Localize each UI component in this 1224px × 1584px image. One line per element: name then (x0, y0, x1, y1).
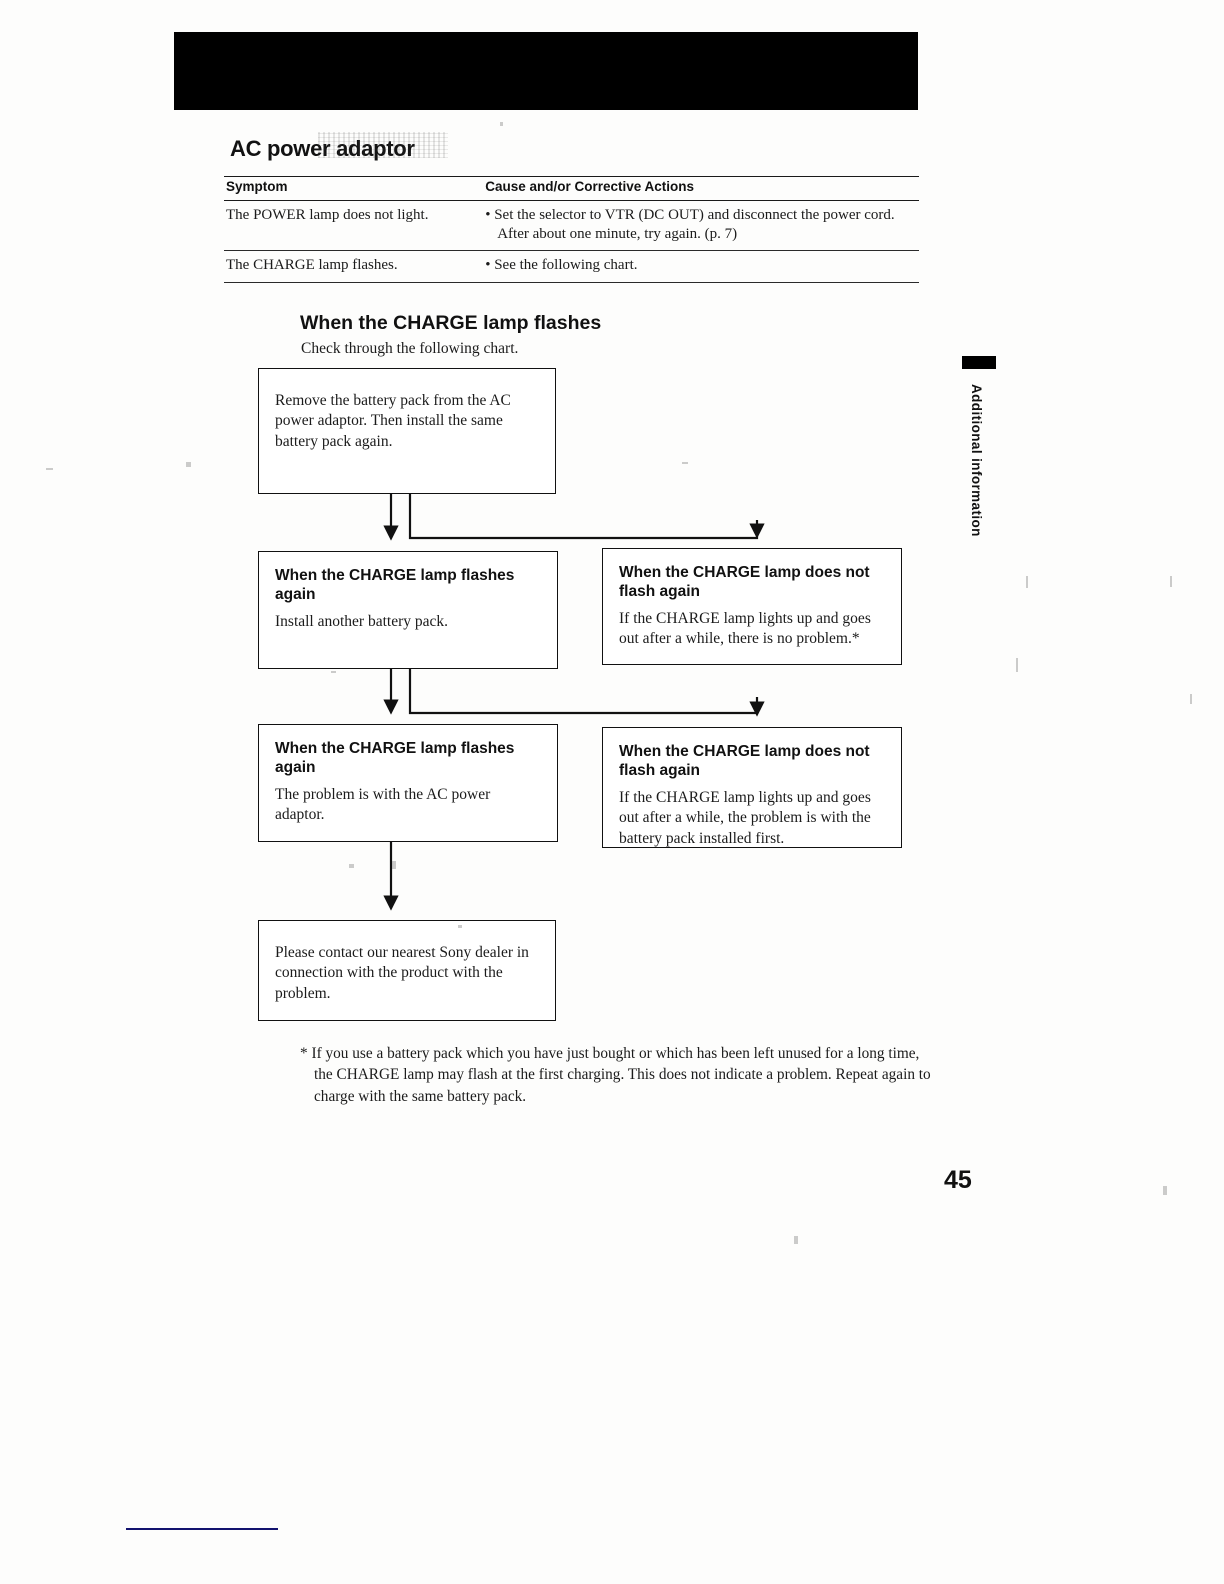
footnote: * If you use a battery pack which you ha… (300, 1045, 931, 1105)
scan-speck-artifact (1170, 576, 1172, 587)
flow-box-right-2-head: When the CHARGE lamp does not flash agai… (619, 743, 870, 780)
scan-speck-artifact (1026, 576, 1028, 588)
cell-action-text: • Set the selector to VTR (DC OUT) and d… (485, 207, 895, 243)
column-header-symptom: Symptom (224, 176, 474, 201)
scan-speck-artifact (186, 462, 191, 467)
scan-speck-artifact (46, 468, 53, 470)
scan-speck-artifact (1016, 658, 1018, 672)
flow-box-end: Please contact our nearest Sony dealer i… (258, 920, 556, 1021)
scan-speck-artifact (1163, 1186, 1167, 1195)
flow-box-end-body: Please contact our nearest Sony dealer i… (275, 944, 529, 1002)
flow-box-left-1-body: Install another battery pack. (275, 612, 449, 630)
column-header-actions: Cause and/or Corrective Actions (473, 176, 919, 201)
header-black-band (174, 32, 918, 110)
scan-edge-rule-artifact (126, 1528, 278, 1530)
side-tab-marker (962, 356, 996, 369)
flow-box-right-1-head: When the CHARGE lamp does not flash agai… (619, 564, 870, 601)
flow-box-right-1-body: If the CHARGE lamp lights up and goes ou… (619, 609, 871, 648)
scan-speck-artifact (392, 861, 396, 869)
cell-action: • Set the selector to VTR (DC OUT) and d… (473, 199, 919, 251)
page-title: AC power adaptor (230, 132, 448, 162)
table-bottom-rule-row (224, 281, 919, 283)
cell-symptom: The POWER lamp does not light. (224, 199, 474, 251)
flow-box-start: Remove the battery pack from the AC powe… (258, 368, 556, 494)
scan-speck-artifact (331, 671, 336, 673)
scan-speck-artifact (682, 462, 688, 464)
table-bottom-rule-right (473, 281, 919, 283)
side-tab-label: Additional information (969, 384, 984, 537)
flow-box-left-1: When the CHARGE lamp flashes again Insta… (258, 551, 558, 669)
flow-box-left-2-head: When the CHARGE lamp flashes again (275, 740, 515, 777)
table-row: The CHARGE lamp flashes. • See the follo… (224, 250, 919, 283)
flow-box-right-2-body: If the CHARGE lamp lights up and goes ou… (619, 788, 871, 847)
cell-action: • See the following chart. (473, 250, 919, 283)
flowchart-subtitle: Check through the following chart. (301, 340, 519, 357)
flow-box-left-2-body: The problem is with the AC power adaptor… (275, 785, 491, 824)
flow-box-right-1: When the CHARGE lamp does not flash agai… (602, 548, 902, 665)
flow-box-start-body: Remove the battery pack from the AC powe… (275, 392, 511, 450)
scan-speck-artifact (1190, 694, 1192, 704)
table-header-row: Symptom Cause and/or Corrective Actions (224, 176, 919, 201)
flow-box-left-2: When the CHARGE lamp flashes again The p… (258, 724, 558, 842)
table-row: The POWER lamp does not light. • Set the… (224, 199, 919, 251)
scan-speck-artifact (349, 864, 354, 868)
cell-symptom: The CHARGE lamp flashes. (224, 250, 474, 283)
flow-box-right-2: When the CHARGE lamp does not flash agai… (602, 727, 902, 848)
troubleshooting-table: Symptom Cause and/or Corrective Actions … (224, 176, 919, 283)
page-title-text: AC power adaptor (230, 136, 415, 161)
scan-speck-artifact (794, 1236, 798, 1244)
scan-speck-artifact (458, 925, 462, 928)
page-number: 45 (944, 1166, 972, 1194)
scan-speck-artifact (500, 122, 503, 126)
flow-box-left-1-head: When the CHARGE lamp flashes again (275, 567, 515, 604)
table-bottom-rule-left (224, 281, 474, 283)
flowchart-title: When the CHARGE lamp flashes (300, 312, 602, 334)
cell-action-text: • See the following chart. (485, 257, 638, 274)
